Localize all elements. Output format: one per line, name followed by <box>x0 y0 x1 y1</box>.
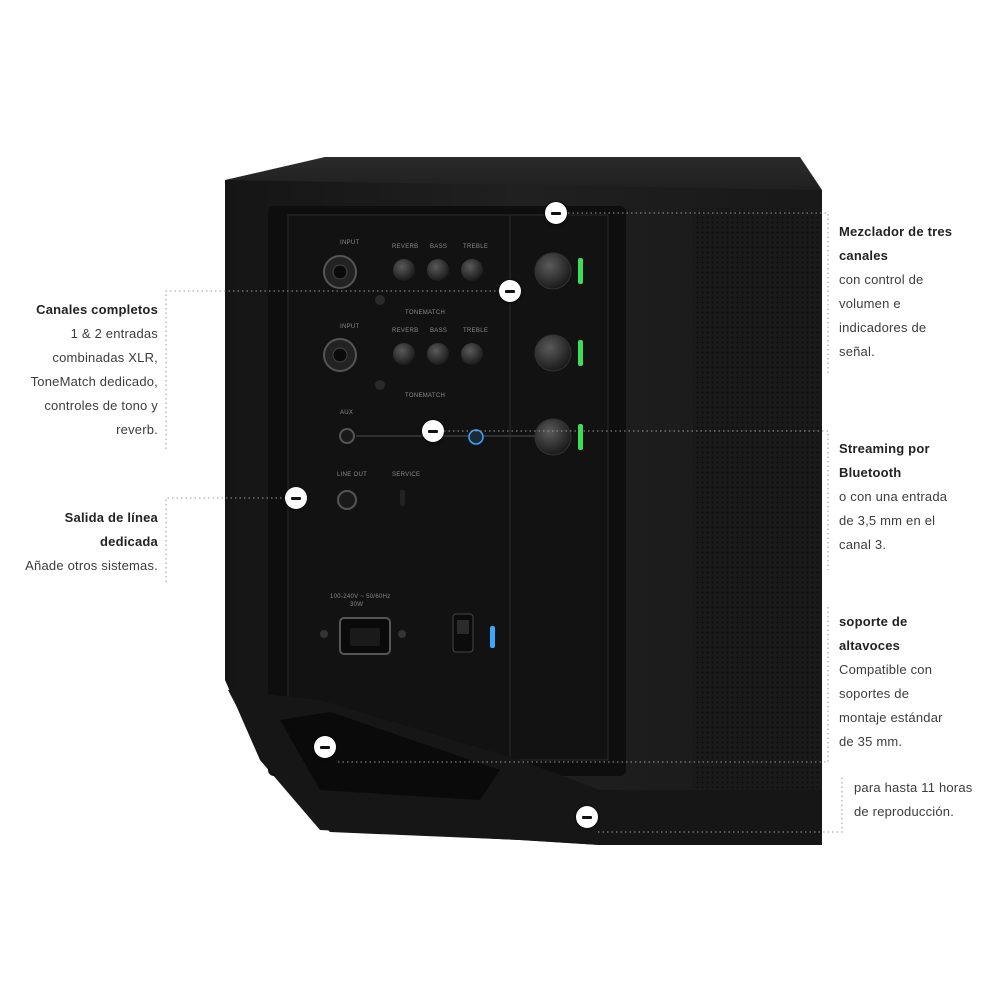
ch1-input-label: INPUT <box>340 240 360 246</box>
control-panel <box>287 214 609 761</box>
callout-battery-desc: para hasta 11 horas de reproducción. <box>854 780 973 819</box>
line-out-label: LINE OUT <box>337 472 367 478</box>
ch2-reverb-knob <box>393 343 415 365</box>
line-out-jack <box>337 490 357 510</box>
callout-stand: soporte de altavoces Compatible con sopo… <box>839 610 989 754</box>
callout-line-out-title: Salida de línea dedicada <box>64 510 158 549</box>
marker-mixer[interactable] <box>545 202 567 224</box>
service-port <box>400 490 405 506</box>
callout-mixer-desc: con control de volumen e indicadores de … <box>839 272 927 359</box>
ch2-signal-led <box>578 340 583 366</box>
ch3-volume-knob <box>534 418 572 456</box>
service-label: SERVICE <box>392 472 420 478</box>
callout-battery: para hasta 11 horas de reproducción. <box>854 776 994 824</box>
marker-battery[interactable] <box>576 806 598 828</box>
ch1-treble-label: TREBLE <box>463 244 488 250</box>
line-battery <box>598 777 843 833</box>
line-channels <box>165 290 500 452</box>
power-watts-label: 30W <box>350 602 363 608</box>
ch2-treble-label: TREBLE <box>463 328 488 334</box>
marker-streaming[interactable] <box>422 420 444 442</box>
ch2-tonematch-label: TONEMATCH <box>405 393 445 399</box>
bluetooth-button <box>468 429 484 445</box>
ch2-treble-knob <box>461 343 483 365</box>
ch2-bass-knob <box>427 343 449 365</box>
aux-jack <box>339 428 355 444</box>
callout-channels-title: Canales completos <box>36 302 158 317</box>
callout-stand-desc: Compatible con soportes de montaje están… <box>839 662 943 749</box>
ch1-treble-knob <box>461 259 483 281</box>
marker-stand[interactable] <box>314 736 336 758</box>
ch1-volume-knob <box>534 252 572 290</box>
ch2-input-label: INPUT <box>340 324 360 330</box>
ch1-reverb-knob <box>393 259 415 281</box>
callout-channels: Canales completos 1 & 2 entradas combina… <box>0 298 158 442</box>
ch2-volume-knob <box>534 334 572 372</box>
line-stand <box>338 605 829 763</box>
callout-streaming-title: Streaming por Bluetooth <box>839 441 930 480</box>
channel-2: INPUT REVERB BASS TREBLE TONEMATCH <box>323 324 583 399</box>
callout-stand-title: soporte de altavoces <box>839 614 908 653</box>
ch1-bass-knob <box>427 259 449 281</box>
callout-streaming-desc: o con una entrada de 3,5 mm en el canal … <box>839 489 948 552</box>
line-streaming <box>444 430 829 570</box>
callout-mixer-title: Mezclador de tres canales <box>839 224 953 263</box>
callout-channels-desc: 1 & 2 entradas combinadas XLR, ToneMatch… <box>30 326 158 437</box>
callout-line-out: Salida de línea dedicada Añade otros sis… <box>0 506 158 578</box>
line-mixer <box>568 212 829 375</box>
marker-line-out[interactable] <box>285 487 307 509</box>
ch2-reverb-label: REVERB <box>392 328 418 334</box>
speaker-grille <box>693 208 821 788</box>
ch1-bass-label: BASS <box>430 244 447 250</box>
callout-line-out-desc: Añade otros sistemas. <box>25 558 158 573</box>
ch1-reverb-label: REVERB <box>392 244 418 250</box>
ch1-signal-led <box>578 258 583 284</box>
power-led <box>490 626 495 648</box>
line-line-out <box>165 497 286 585</box>
ch2-bass-label: BASS <box>430 328 447 334</box>
aux-label: AUX <box>340 410 353 416</box>
channel-1: INPUT REVERB BASS TREBLE TONEMATCH <box>323 240 583 316</box>
marker-channels[interactable] <box>499 280 521 302</box>
callout-streaming: Streaming por Bluetooth o con una entrad… <box>839 437 989 557</box>
ch1-tonematch-label: TONEMATCH <box>405 310 445 316</box>
callout-mixer: Mezclador de tres canales con control de… <box>839 220 989 364</box>
power-rating-label: 100-240V ~ 50/60Hz <box>330 594 391 600</box>
